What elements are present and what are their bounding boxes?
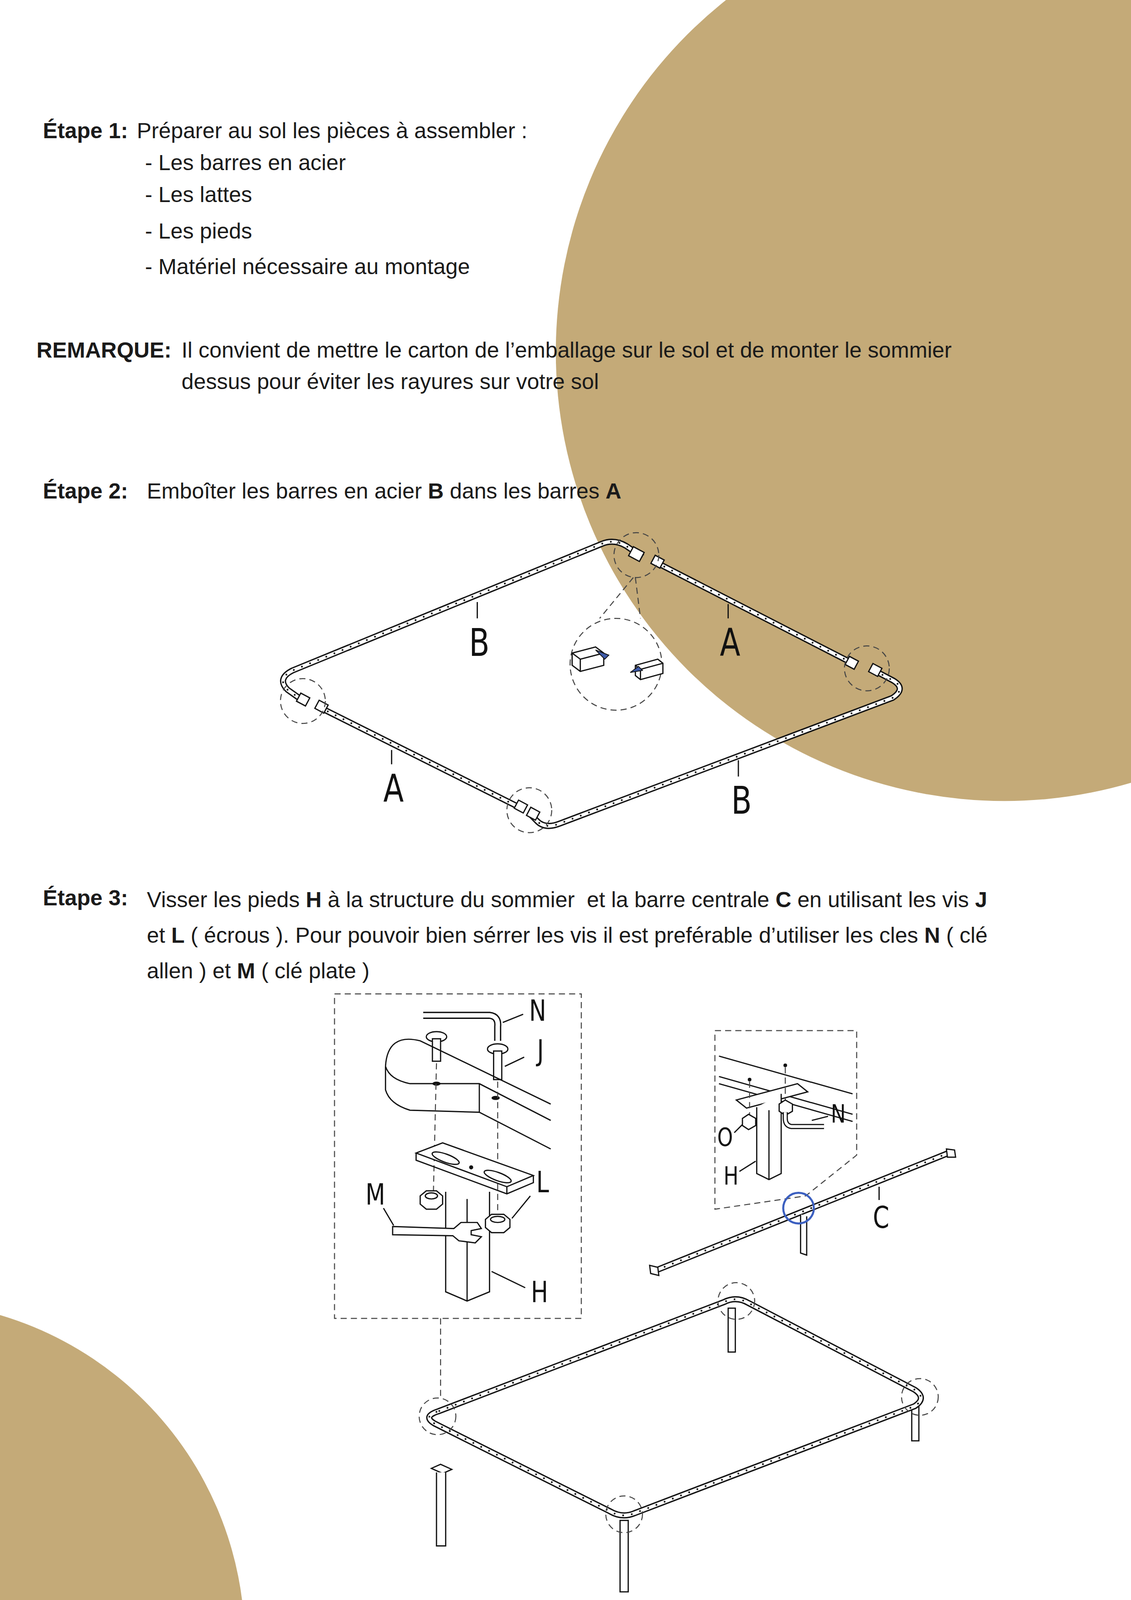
part-letter: B bbox=[469, 623, 490, 662]
instruction-text: - Matériel nécessaire au montage bbox=[145, 254, 470, 279]
bold-reference: Étape 2: bbox=[42, 478, 129, 504]
part-letter: C bbox=[872, 1202, 890, 1233]
instruction-paragraph: Étape 2: bbox=[42, 475, 129, 508]
instruction-text: - Les lattes bbox=[145, 182, 253, 207]
part-letter: N bbox=[529, 996, 546, 1026]
instruction-text: - Les pieds bbox=[145, 218, 253, 244]
part-letter: O bbox=[717, 1124, 733, 1150]
instruction-paragraph: - Les barres en acier bbox=[145, 146, 346, 179]
instruction-paragraph: Étape 3: bbox=[42, 881, 129, 914]
instruction-paragraph: - Les lattes bbox=[145, 178, 253, 211]
bold-reference: B bbox=[427, 478, 444, 504]
instruction-paragraph: - Les pieds bbox=[145, 215, 253, 248]
instruction-paragraph: Préparer au sol les pièces à assembler : bbox=[136, 114, 528, 147]
instruction-text: Visser les pieds bbox=[146, 887, 307, 912]
part-letter: A bbox=[383, 769, 405, 808]
instruction-text: à la structure du sommier et la barre ce… bbox=[321, 887, 776, 912]
bold-reference: H bbox=[306, 887, 322, 912]
bold-reference: REMARQUE: bbox=[36, 337, 172, 363]
bold-reference: Étape 1: bbox=[42, 118, 129, 143]
bold-reference: J bbox=[975, 887, 988, 912]
bold-reference: Étape 3: bbox=[42, 885, 129, 910]
instruction-paragraph: - Matériel nécessaire au montage bbox=[145, 250, 470, 283]
bed-frame bbox=[419, 1282, 939, 1592]
instruction-text: Préparer au sol les pièces à assembler : bbox=[136, 118, 528, 143]
instruction-text: Il convient de mettre le carton de l’emb… bbox=[181, 337, 958, 394]
instruction-text: dans les barres bbox=[443, 478, 606, 504]
instruction-paragraph: Emboîter les barres en acier B dans les … bbox=[146, 475, 622, 508]
instruction-text: Emboîter les barres en acier bbox=[146, 478, 428, 504]
instruction-text: ( écrous ). Pour pouvoir bien sérrer les… bbox=[184, 923, 925, 948]
instruction-paragraph: Il convient de mettre le carton de l’emb… bbox=[181, 334, 957, 398]
part-letter: L bbox=[536, 1167, 550, 1197]
part-letter: M bbox=[365, 1179, 385, 1209]
part-letter: B bbox=[731, 781, 752, 820]
bold-reference: N bbox=[924, 923, 941, 948]
instruction-paragraph: Étape 1: bbox=[42, 114, 129, 147]
bold-reference: C bbox=[775, 887, 792, 912]
center-bar bbox=[649, 1148, 956, 1276]
leg-detail-inset bbox=[334, 993, 582, 1318]
decor-circle bbox=[555, 0, 1131, 801]
part-letter: J bbox=[537, 1035, 545, 1065]
instruction-text: - Les barres en acier bbox=[145, 150, 346, 175]
part-letter: N bbox=[830, 1100, 846, 1127]
instruction-text: ( clé plate ) bbox=[254, 958, 370, 983]
part-letter: H bbox=[530, 1277, 549, 1307]
bold-reference: L bbox=[171, 923, 185, 948]
instruction-paragraph: Visser les pieds H à la structure du som… bbox=[146, 881, 1005, 989]
bold-reference: M bbox=[236, 958, 255, 983]
step2-frame bbox=[280, 532, 900, 833]
instruction-text: en utilisant les vis bbox=[791, 887, 976, 912]
bold-reference: A bbox=[605, 478, 622, 504]
instruction-paragraph: REMARQUE: bbox=[36, 334, 172, 367]
part-letter: H bbox=[723, 1162, 739, 1189]
part-letter: A bbox=[720, 623, 741, 662]
decor-circle bbox=[0, 1300, 245, 1600]
center-bar-detail-inset bbox=[715, 1030, 857, 1210]
